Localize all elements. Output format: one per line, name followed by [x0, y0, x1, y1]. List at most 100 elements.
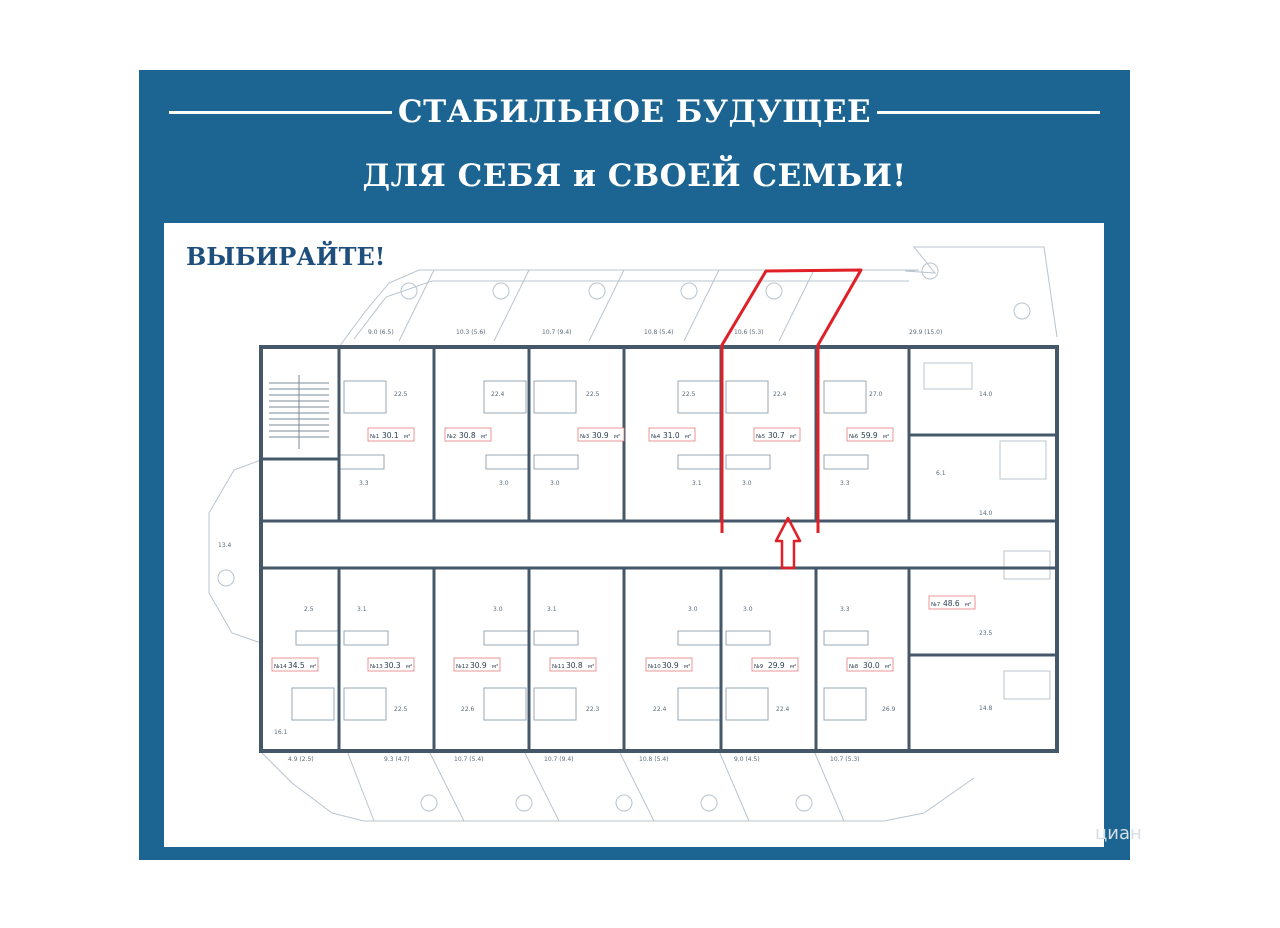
- bath-area-label: 3.1: [357, 606, 367, 613]
- svg-text:м²: м²: [684, 663, 690, 670]
- svg-text:м²: м²: [965, 601, 971, 608]
- room-area-label: 14.8: [979, 705, 993, 712]
- bed-icon: [533, 687, 577, 721]
- floor-plan-panel: 9.0 (6.5) 10.3 (5.6) 10.7 (9.4) 10.8 (5.…: [164, 223, 1104, 847]
- stairs-icon: [269, 375, 329, 449]
- room-area-label: 6.1: [936, 470, 946, 477]
- bath-area-label: 3.0: [688, 606, 698, 613]
- svg-text:№7: №7: [931, 602, 941, 608]
- balcony-table-icon: [515, 794, 533, 812]
- balcony-area-label: 9.3 (4.7): [384, 756, 410, 763]
- svg-text:м²: м²: [310, 663, 316, 670]
- headline-line-2: ДЛЯ СЕБЯ и СВОЕЙ СЕМЬИ!: [362, 158, 907, 194]
- room-area-label: 22.4: [491, 391, 505, 398]
- svg-text:м²: м²: [404, 433, 410, 440]
- building-outline: [259, 345, 1059, 753]
- balcony-area-label: 4.9 (2.5): [288, 756, 314, 763]
- svg-text:м²: м²: [885, 663, 891, 670]
- room-area-label: 22.4: [773, 391, 787, 398]
- headline-text-1: СТАБИЛЬНОЕ БУДУЩЕЕ: [391, 94, 878, 130]
- bath-area-label: 3.3: [840, 480, 850, 487]
- room-area-label: 22.5: [586, 391, 600, 398]
- svg-text:30.9: 30.9: [470, 661, 487, 670]
- svg-text:№9: №9: [754, 664, 764, 670]
- floor-plan: 9.0 (6.5) 10.3 (5.6) 10.7 (9.4) 10.8 (5.…: [186, 240, 1059, 822]
- svg-text:№14: №14: [274, 664, 287, 670]
- bath-area-label: 3.0: [743, 606, 753, 613]
- svg-text:№6: №6: [849, 434, 859, 440]
- svg-text:№3: №3: [580, 434, 590, 440]
- bath-area-label: 3.1: [547, 606, 557, 613]
- svg-text:№4: №4: [651, 434, 661, 440]
- kitchen-block-icon: [677, 454, 723, 470]
- svg-text:№10: №10: [648, 664, 661, 670]
- balcony-table-icon: [400, 282, 418, 300]
- room-area-label: 23.5: [979, 630, 993, 637]
- sofa-icon: [923, 362, 973, 390]
- watermark-logo: циан: [1095, 823, 1142, 844]
- kitchen-block-icon: [343, 630, 389, 646]
- bed-icon: [725, 380, 769, 414]
- bath-area-label: 3.0: [550, 480, 560, 487]
- svg-text:34.5: 34.5: [288, 661, 305, 670]
- sofa-icon: [1003, 550, 1051, 580]
- room-area-label: 22.3: [586, 706, 600, 713]
- room-area-label: 22.5: [394, 706, 408, 713]
- top-balcony-outline: [338, 246, 1058, 348]
- balcony-area-label: 10.3 (5.6): [456, 329, 486, 336]
- bed-icon: [291, 687, 335, 721]
- svg-text:30.1: 30.1: [382, 431, 399, 440]
- selected-unit-outline: [720, 268, 863, 533]
- apartment-badge[interactable]: №9 29.9 м²: [751, 657, 799, 672]
- svg-text:30.9: 30.9: [592, 431, 609, 440]
- svg-text:№1: №1: [370, 434, 379, 440]
- svg-text:29.9: 29.9: [768, 661, 785, 670]
- svg-text:№12: №12: [456, 664, 469, 670]
- entrance-arrow-icon: [774, 516, 802, 570]
- bed-icon: [725, 687, 769, 721]
- balcony-table-icon: [680, 282, 698, 300]
- svg-text:30.9: 30.9: [662, 661, 679, 670]
- svg-text:м²: м²: [406, 663, 412, 670]
- bed-icon: [999, 440, 1047, 480]
- svg-text:м²: м²: [790, 663, 796, 670]
- svg-text:59.9: 59.9: [861, 431, 878, 440]
- room-area-label: 22.4: [776, 706, 790, 713]
- svg-text:м²: м²: [481, 433, 487, 440]
- bed-icon: [677, 687, 721, 721]
- svg-text:№5: №5: [756, 434, 766, 440]
- bed-icon: [343, 380, 387, 414]
- svg-text:№13: №13: [370, 664, 383, 670]
- svg-text:30.0: 30.0: [863, 661, 880, 670]
- bed-icon: [823, 380, 867, 414]
- bed-icon: [483, 380, 527, 414]
- svg-text:№2: №2: [447, 434, 456, 440]
- headline-rule-right: [857, 111, 1100, 114]
- stairwell: [259, 345, 341, 461]
- balcony-area-label: 9.0 (4.5): [734, 756, 760, 763]
- kitchen-block-icon: [483, 630, 529, 646]
- kitchen-block-icon: [295, 630, 341, 646]
- balcony-area-label: 10.7 (5.3): [830, 756, 860, 763]
- svg-text:30.8: 30.8: [459, 431, 476, 440]
- svg-text:31.0: 31.0: [663, 431, 680, 440]
- kitchen-block-icon: [823, 454, 869, 470]
- kitchen-block-icon: [533, 630, 579, 646]
- kitchen-block-icon: [725, 630, 771, 646]
- headline-rule-left: [169, 111, 409, 114]
- balcony-table-icon: [795, 794, 813, 812]
- kitchen-block-icon: [725, 454, 771, 470]
